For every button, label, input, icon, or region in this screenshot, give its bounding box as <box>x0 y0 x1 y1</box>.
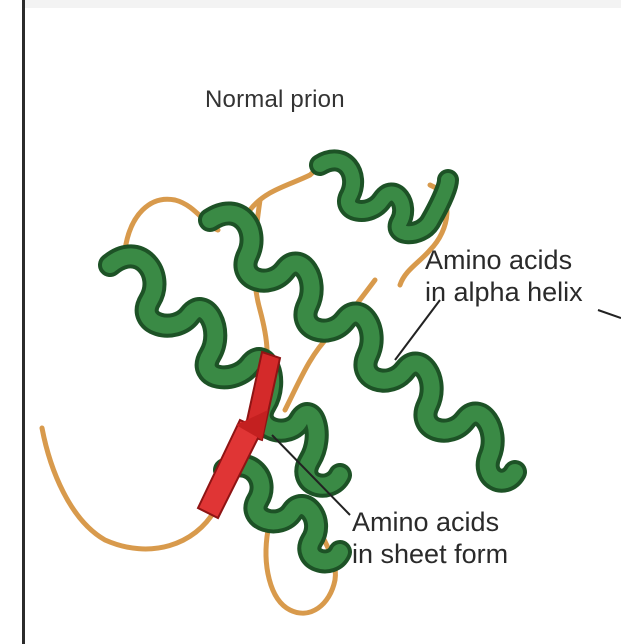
sheet-label-line1: Amino acids <box>352 507 499 538</box>
figure-title: Normal prion <box>205 86 345 114</box>
helix-label-line1: Amino acids <box>425 245 572 276</box>
coil-left-tail <box>42 428 215 549</box>
sheet-label-line2: in sheet form <box>352 539 508 570</box>
alpha-helix-top <box>320 160 448 233</box>
helix-label-line2: in alpha helix <box>425 277 583 308</box>
helix-pointer-line <box>395 300 440 360</box>
right-edge-pointer <box>598 310 621 318</box>
